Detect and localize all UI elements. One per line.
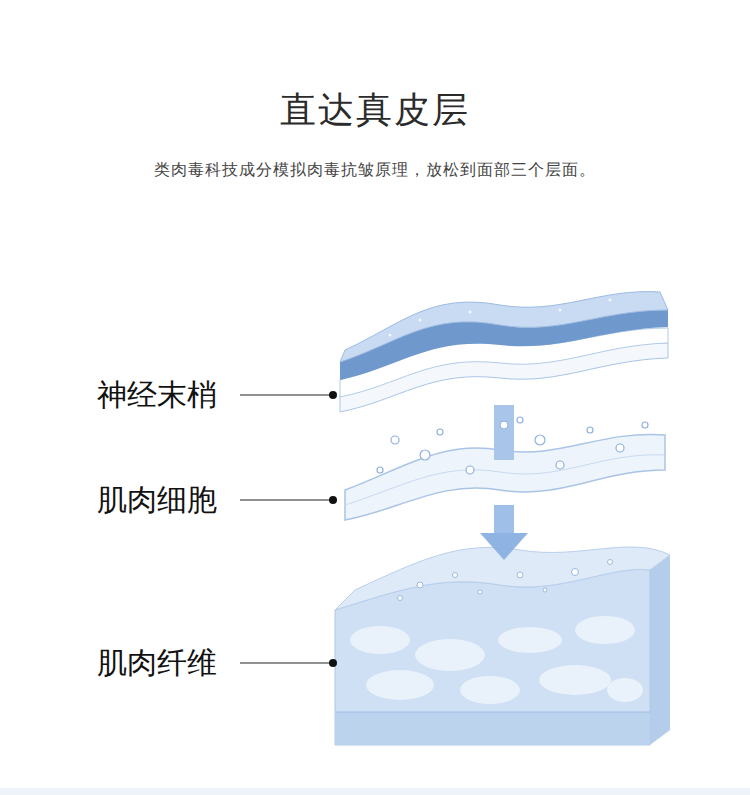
sparkles [389,299,612,337]
arrow-shaft-top [494,405,514,460]
cell-pattern [350,616,643,704]
top-layer-1 [340,292,668,362]
subtitle: 类肉毒科技成分模拟肉毒抗皱原理，放松到面部三个层面。 [154,160,596,181]
layer-label: 肌肉纤维 [97,643,217,684]
block-side [650,555,670,745]
leader-dot [329,391,337,399]
bubbles-bottom [398,560,613,601]
bottom-band [0,788,750,795]
leader-dot [329,659,337,667]
leader-dots [329,391,337,667]
layer-label: 神经末梢 [97,375,217,416]
page-title: 直达真皮层 [280,86,470,135]
arrow-shaft [494,505,514,535]
leader-line [240,662,333,663]
leader-dot [329,496,337,504]
middle-sheet-line [345,455,665,505]
arrow-bubble [500,421,508,429]
leader-lines [240,395,333,663]
block-base-line [335,712,650,713]
arrow-head [480,533,528,560]
leader-line [240,394,333,395]
leader-line [240,499,333,500]
block-base-band [335,712,650,745]
layer-label: 肌肉细胞 [97,480,217,521]
